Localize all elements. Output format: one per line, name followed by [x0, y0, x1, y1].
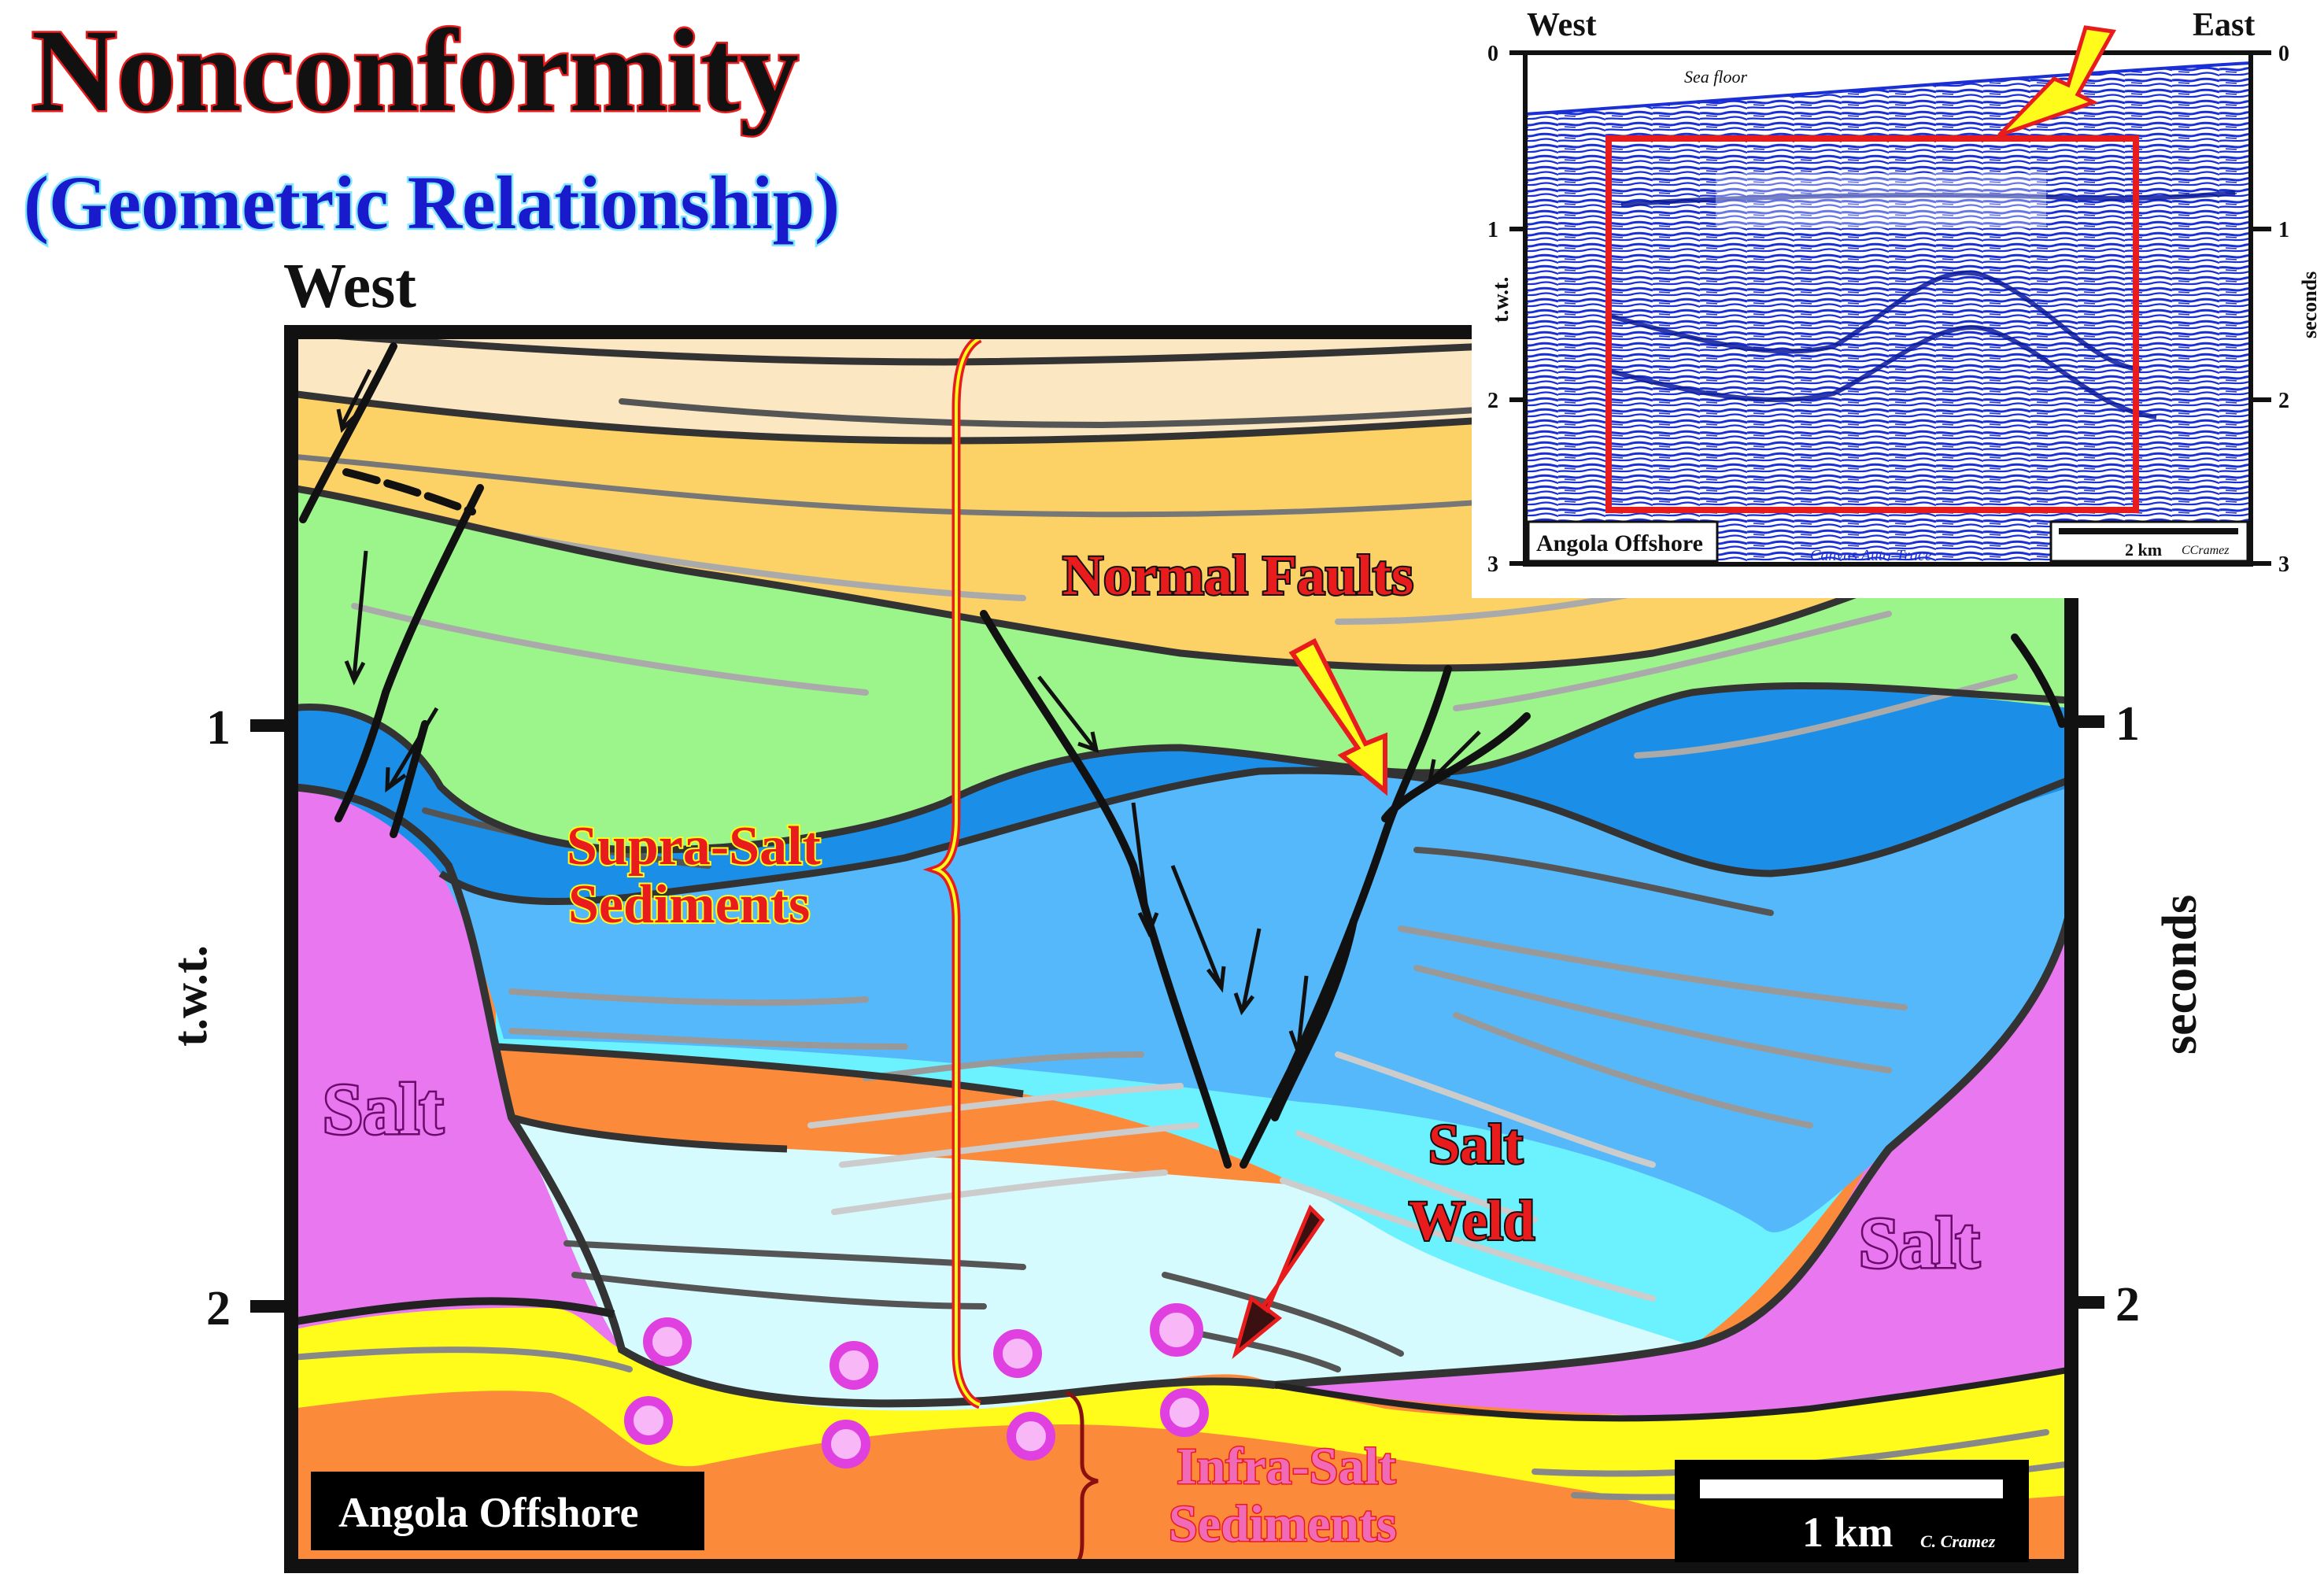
inset-right-tick-2: 2 — [2278, 389, 2289, 413]
scale-bar-label: 1 km — [1802, 1509, 1894, 1556]
inset-right-tick-0: 0 — [2278, 42, 2289, 66]
salt-remnant-circles — [624, 1303, 1209, 1468]
scale-bar — [1700, 1479, 2003, 1498]
supra-salt-label-1: Supra-Salt — [567, 816, 821, 877]
left-tick-2: 2 — [206, 1282, 231, 1335]
right-tick-1: 1 — [2115, 697, 2140, 751]
page-title: Nonconformity — [31, 6, 799, 136]
inset-right-axis: 0 1 2 3 seconds — [2251, 42, 2321, 577]
normal-faults-arrow — [1288, 637, 1387, 796]
water-column — [1525, 53, 2251, 114]
inset-left-tick-1: 1 — [1487, 218, 1498, 242]
salt-right-label: Salt — [1859, 1202, 1980, 1283]
salt-weld-label-2: Weld — [1409, 1189, 1535, 1252]
page-subtitle: (Geometric Relationship) — [24, 161, 840, 245]
salt-left — [291, 332, 622, 1350]
scale-bar-box — [1675, 1460, 2029, 1562]
location-box — [311, 1472, 704, 1550]
inset-left-tick-0: 0 — [1487, 42, 1498, 66]
main-labels: Supra-Salt Sediments Normal Faults Salt … — [321, 542, 1982, 1554]
right-axis-label: seconds — [2153, 895, 2207, 1055]
inset-scale-bar — [2059, 528, 2238, 534]
green-layer — [291, 488, 2071, 850]
right-axis: 1 2 seconds — [2071, 697, 2207, 1332]
salt-weld-label-1: Salt — [1428, 1113, 1523, 1176]
supra-salt-label-2: Sediments — [568, 874, 810, 935]
salt-right — [1275, 708, 2071, 1417]
salt-right-outline — [1274, 903, 2071, 1389]
inset-footer-note: Canvas Auto-Trace — [1810, 547, 1932, 564]
cross-section-frame — [284, 325, 2078, 1573]
inset-left-tick-3: 3 — [1487, 552, 1498, 577]
infra-salt-base — [1274, 1366, 2071, 1422]
inset-credit: CCramez — [2182, 544, 2230, 557]
salt-left-label: Salt — [323, 1069, 444, 1149]
inset-left-axis: 0 1 2 3 t.w.t. — [1487, 42, 1525, 577]
left-axis-label: t.w.t. — [164, 945, 217, 1047]
infra-salt-brace — [1066, 1391, 1099, 1566]
left-tick-1: 1 — [206, 701, 231, 755]
inset-left-tick-2: 2 — [1487, 389, 1498, 413]
inset-west-label: West — [1527, 7, 1597, 43]
inset-east-label: East — [2193, 7, 2255, 43]
fault-arrows — [336, 368, 1481, 1056]
right-tick-2: 2 — [2115, 1278, 2140, 1332]
infra-salt-label-2: Sediments — [1169, 1495, 1397, 1553]
inset-right-tick-3: 3 — [2278, 552, 2289, 577]
west-label: West — [283, 252, 416, 321]
region-highlight-box — [1605, 135, 2139, 513]
inset-scale-label: 2 km — [2125, 540, 2162, 560]
infra-salt-top — [291, 1297, 615, 1326]
inset-right-tick-1: 1 — [2278, 218, 2289, 242]
inset-location-box — [1527, 520, 1719, 563]
credit-label: C. Cramez — [1920, 1531, 1996, 1551]
inset-location-label: Angola Offshore — [1536, 530, 1703, 556]
normal-faults-label: Normal Faults — [1062, 544, 1413, 607]
left-axis: 1 2 t.w.t. — [164, 701, 291, 1335]
inset-left-axis-label: t.w.t. — [1489, 277, 1513, 323]
salt-left-outline — [291, 783, 1276, 1408]
normal-faults — [299, 342, 2066, 1169]
mid-blue-layer — [441, 770, 2071, 1232]
location-box-label: Angola Offshore — [338, 1489, 639, 1536]
sea-floor-label: Sea floor — [1684, 67, 1747, 87]
seismic-inset: West East Sea floor 0 1 2 3 t.w.t. 0 1 2… — [1472, 0, 2324, 598]
inset-pointer-arrow — [1997, 25, 2116, 138]
seismic-frame — [1523, 50, 2253, 567]
infra-salt-label-1: Infra-Salt — [1177, 1438, 1396, 1495]
inset-right-axis-label: seconds — [2298, 272, 2321, 338]
salt-weld-arrow — [1232, 1204, 1325, 1359]
pale-cyan-layer — [512, 1117, 1779, 1411]
